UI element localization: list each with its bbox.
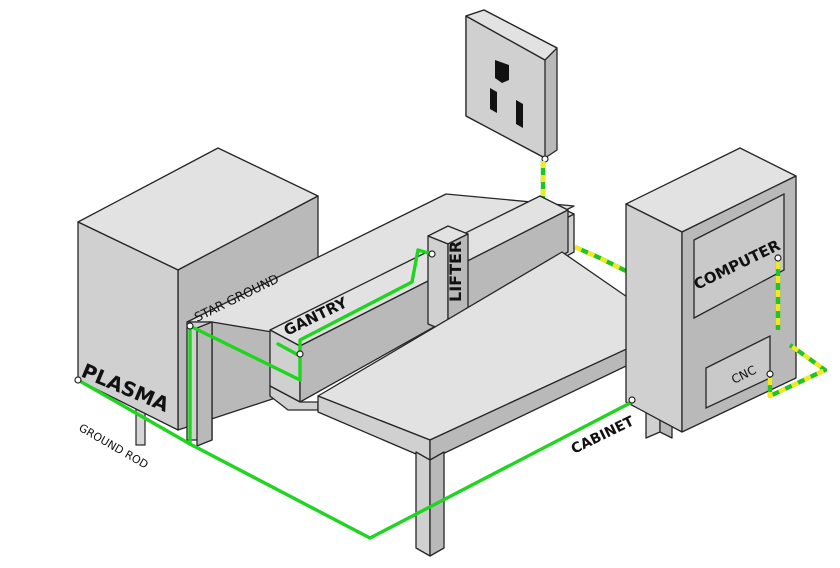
cutting-table xyxy=(317,251,673,557)
earth-wire-rail xyxy=(574,244,629,274)
ground-wire-network xyxy=(74,248,636,540)
cabinet-label: CABINET xyxy=(569,413,637,457)
lifter-unit xyxy=(427,225,469,333)
wall-outlet-icon xyxy=(465,9,558,163)
lifter-label: LIFTER xyxy=(446,241,465,302)
earth-wire-computer xyxy=(767,262,828,399)
computer-cabinet xyxy=(625,147,797,433)
